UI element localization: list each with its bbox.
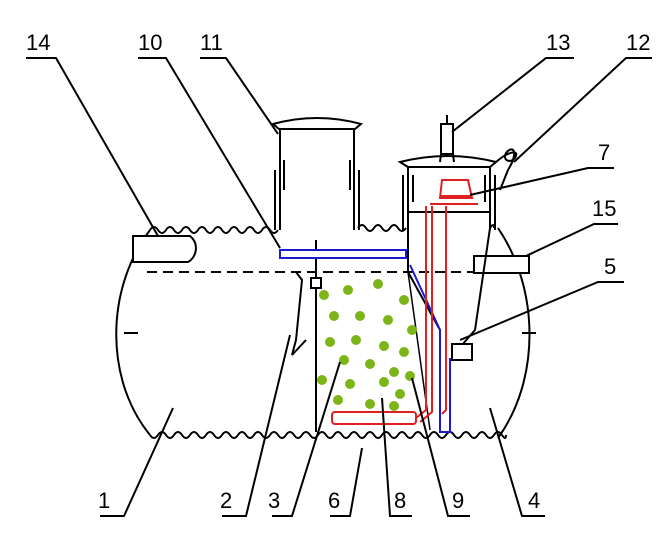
label-2: 2 <box>220 488 232 513</box>
label-10: 10 <box>138 30 162 55</box>
media-pellet <box>383 315 393 325</box>
label-5: 5 <box>604 254 616 279</box>
media-pellet <box>379 377 389 387</box>
label-7: 7 <box>598 140 610 165</box>
leader-8 <box>381 397 412 517</box>
leader-2 <box>222 334 291 517</box>
leader-4 <box>489 407 545 517</box>
media-pellet <box>379 341 389 351</box>
label-14: 14 <box>26 30 50 55</box>
float-switch <box>310 277 322 289</box>
media-pellet <box>399 295 409 305</box>
tank-top-wavy-left <box>149 226 279 234</box>
right-lid <box>397 155 499 168</box>
leader-14 <box>26 57 159 237</box>
label-9: 9 <box>452 488 464 513</box>
media-pellet <box>355 311 365 321</box>
leader-15 <box>525 223 618 257</box>
media-pellet <box>351 335 361 345</box>
baffle <box>291 271 307 356</box>
leader-lines <box>26 57 652 517</box>
leader-1 <box>100 407 174 517</box>
leader-7 <box>469 167 614 196</box>
media-pellet <box>325 337 335 347</box>
media-pellet <box>339 355 349 365</box>
number-labels: 1 2 3 4 5 6 7 8 9 10 11 12 13 14 15 <box>26 30 650 513</box>
label-4: 4 <box>528 488 540 513</box>
leader-12 <box>513 57 652 163</box>
bio-media <box>317 279 417 411</box>
left-lid <box>270 117 364 130</box>
media-pellet <box>317 375 327 385</box>
compressor <box>438 179 474 199</box>
media-pellet <box>399 347 409 357</box>
label-12: 12 <box>626 30 650 55</box>
vent-pipe <box>439 115 455 163</box>
media-pellet <box>343 285 353 295</box>
media-pellet <box>373 279 383 289</box>
label-8: 8 <box>394 488 406 513</box>
label-11: 11 <box>200 30 223 55</box>
settler-cone <box>461 227 491 346</box>
tank-bottom-wavy <box>149 431 507 439</box>
tank-right-wall <box>497 227 531 439</box>
label-15: 15 <box>592 196 616 221</box>
cable <box>495 148 518 191</box>
media-pellet <box>345 379 355 389</box>
media-pellet <box>365 359 375 369</box>
leader-3 <box>272 361 341 517</box>
airlift-pump <box>331 179 478 425</box>
media-pellet <box>389 367 399 377</box>
outlet-pipe <box>473 255 530 274</box>
media-pellet <box>389 401 399 411</box>
media-pellet <box>405 371 415 381</box>
sludge-funnel <box>451 343 473 361</box>
inlet-pipe <box>132 235 197 263</box>
leader-11 <box>200 57 279 135</box>
label-3: 3 <box>268 488 280 513</box>
label-13: 13 <box>546 30 570 55</box>
leader-6 <box>330 447 363 517</box>
leader-5 <box>459 281 624 341</box>
media-pellet <box>365 399 375 409</box>
media-pellet <box>395 389 405 399</box>
leader-10 <box>138 57 281 249</box>
media-pellet <box>333 395 343 405</box>
left-riser <box>270 117 364 230</box>
media-pellet <box>329 311 339 321</box>
tank-top-wavy-mid <box>357 224 407 232</box>
leader-9 <box>411 377 470 517</box>
media-pellet <box>319 290 329 300</box>
aerator <box>331 411 417 425</box>
label-6: 6 <box>328 488 340 513</box>
label-1: 1 <box>98 488 110 513</box>
media-pellet <box>407 325 417 335</box>
transfer-pipe <box>279 249 451 433</box>
leader-13 <box>451 57 574 133</box>
